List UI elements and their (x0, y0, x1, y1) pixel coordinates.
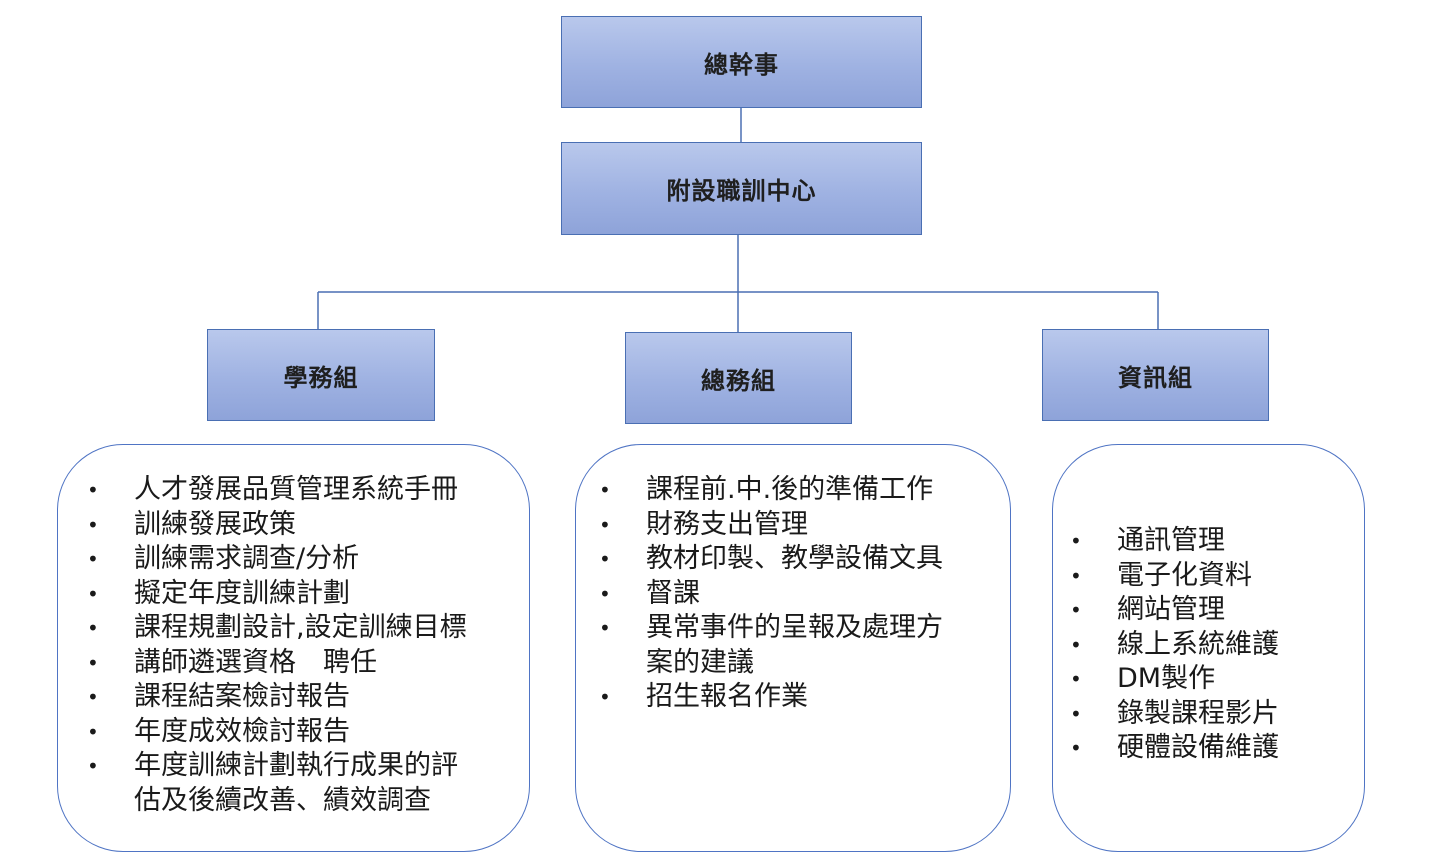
duty-list-item: • 錄製課程影片 (1040, 697, 1279, 732)
duty-text: 督課 (646, 577, 700, 609)
duty-list-item: • 課程前.中.後的準備工作 (569, 473, 943, 508)
duty-list-general-affairs: • 課程前.中.後的準備工作 • 財務支出管理 • 教材印製、教學設備文具 • 督課 • 異常事件… (569, 473, 943, 715)
duty-text: 課程結案檢討報告 (134, 681, 350, 712)
duty-text: 異常事件的呈報及處理方 案的建議 (646, 612, 943, 678)
duty-text: 課程前.中.後的準備工作 (646, 474, 934, 505)
bullet-icon: • (1070, 563, 1082, 588)
duty-list-academic-affairs: •人才發展品質管理系統手冊•訓練發展政策•訓練需求調查/分析•擬定年度訓練計劃•… (57, 473, 467, 818)
bullet-icon: • (599, 616, 611, 640)
duty-list-item: • 異常事件的呈報及處理方 案的建議 (569, 611, 943, 680)
duty-list-item: • 財務支出管理 (569, 508, 943, 543)
bullet-icon: • (87, 719, 99, 744)
duty-text: 財務支出管理 (646, 508, 808, 540)
duty-list-item: • 年度成效檢討報告 (57, 715, 467, 750)
duty-list-item: • 年度訓練計劃執行成果的評 估及後續改善、績效調查 (57, 749, 467, 818)
node-academic-affairs-label: 學務組 (283, 363, 359, 392)
node-general-affairs: 總務組 (625, 332, 852, 424)
bullet-icon: • (599, 685, 611, 709)
bullet-icon: • (87, 478, 99, 502)
bullet-icon: • (87, 650, 99, 675)
duty-text: 通訊管理 (1117, 525, 1225, 556)
duty-text: 網站管理 (1117, 594, 1225, 625)
duty-list-item: • 訓練需求調查/分析 (57, 542, 467, 577)
bullet-icon: • (1070, 667, 1082, 691)
bullet-icon: • (87, 581, 99, 606)
duty-list-item: • 線上系統維護 (1040, 628, 1279, 663)
node-general-secretary-label: 總幹事 (704, 50, 779, 79)
duty-text: 年度成效檢討報告 (134, 715, 350, 747)
duty-text: 訓練發展政策 (134, 508, 296, 540)
duty-list-item: • 課程規劃設計,設定訓練目標 (57, 611, 467, 646)
bullet-icon: • (599, 547, 611, 571)
duty-list-item: • 課程結案檢討報告 (57, 680, 467, 715)
duty-text: 人才發展品質管理系統手冊 (134, 474, 458, 505)
node-training-center-label: 附設職訓中心 (666, 177, 817, 205)
bullet-icon: • (1070, 632, 1082, 657)
duty-text: 錄製課程影片 (1117, 697, 1279, 729)
duty-list-item: • 講師遴選資格 聘任 (57, 646, 467, 681)
duty-text: 硬體設備維護 (1117, 732, 1279, 763)
bullet-icon: • (599, 581, 611, 606)
duty-text: 招生報名作業 (646, 681, 808, 712)
node-general-affairs-label: 總務組 (701, 366, 776, 395)
bullet-icon: • (1070, 736, 1082, 760)
bullet-icon: • (87, 754, 99, 778)
duty-box-information (1052, 444, 1365, 852)
duty-box-general-affairs (575, 444, 1011, 852)
duty-text: 擬定年度訓練計劃 (134, 577, 350, 609)
bullet-icon: • (87, 547, 99, 571)
duty-text: 訓練需求調查/分析 (134, 543, 360, 574)
duty-list-item: • 通訊管理 (1040, 524, 1279, 559)
duty-list-item: • 電子化資料 (1040, 559, 1279, 594)
duty-text: 電子化資料 (1117, 559, 1252, 591)
bullet-icon: • (1070, 598, 1082, 622)
duty-list-item: • 招生報名作業 (569, 680, 943, 715)
duty-box-academic-affairs (57, 444, 530, 852)
duty-list-item: • DM製作 (1040, 662, 1279, 697)
bullet-icon: • (87, 685, 99, 709)
node-academic-affairs: 學務組 (207, 329, 435, 421)
duty-list-item: • 督課 (569, 577, 943, 612)
duty-text: 教材印製、教學設備文具 (646, 543, 943, 574)
duty-text: 線上系統維護 (1117, 628, 1279, 660)
duty-text: 年度訓練計劃執行成果的評 估及後續改善、績效調查 (134, 750, 458, 816)
bullet-icon: • (87, 512, 99, 537)
node-information-label: 資訊組 (1118, 363, 1193, 392)
duty-list-item: • 訓練發展政策 (57, 508, 467, 543)
bullet-icon: • (1070, 701, 1082, 726)
node-information: 資訊組 (1042, 329, 1269, 421)
duty-list-item: • 硬體設備維護 (1040, 731, 1279, 766)
duty-text: DM製作 (1117, 663, 1216, 694)
duty-list-item: • 教材印製、教學設備文具 (569, 542, 943, 577)
bullet-icon: • (1070, 529, 1082, 553)
duty-text: 講師遴選資格 聘任 (134, 646, 377, 678)
duty-text: 課程規劃設計,設定訓練目標 (134, 612, 467, 643)
node-training-center: 附設職訓中心 (561, 142, 922, 235)
duty-list-item: • 擬定年度訓練計劃 (57, 577, 467, 612)
bullet-icon: • (599, 512, 611, 537)
node-general-secretary: 總幹事 (561, 16, 922, 108)
duty-list-information: • 通訊管理 • 電子化資料 • 網站管理 • 線上系統維護 • DM製作 • 錄製課程影片 • 硬體設備… (1040, 524, 1279, 766)
duty-list-item: • 網站管理 (1040, 593, 1279, 628)
bullet-icon: • (87, 616, 99, 640)
duty-list-item: • 人才發展品質管理系統手冊 (57, 473, 467, 508)
bullet-icon: • (599, 478, 611, 502)
